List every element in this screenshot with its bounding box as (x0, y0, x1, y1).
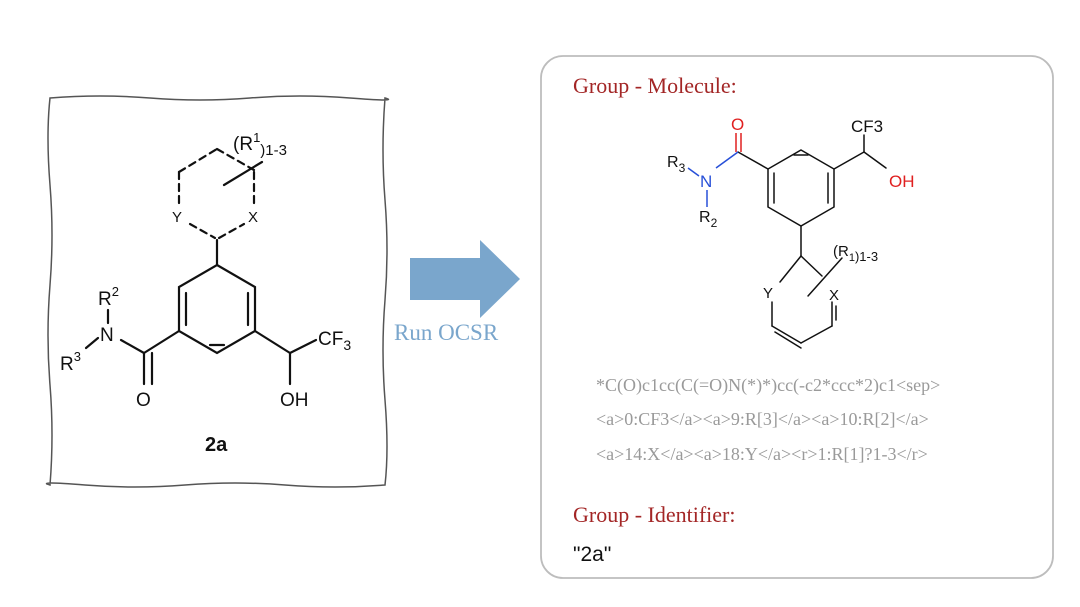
result-panel (540, 55, 1054, 579)
carbonyl-bond (142, 329, 181, 355)
c-n-bond (715, 151, 739, 169)
right-r2-label: R2 (699, 209, 718, 230)
right-cf3-label: CF3 (851, 117, 883, 136)
arrow-shape (410, 240, 520, 318)
left-x-atom: X (248, 209, 258, 226)
run-ocsr-arrow: Run OCSR (394, 240, 520, 345)
paper-outline (45, 95, 390, 488)
left-molecule: (R1)1-3 Y X R2 N R3 O CF3 OH 2a (60, 130, 351, 456)
right-o-atom: O (731, 115, 744, 134)
left-benzene (177, 263, 257, 355)
left-oh-label: OH (280, 390, 309, 411)
left-top-ring (177, 147, 264, 240)
arrow-label: Run OCSR (394, 320, 499, 345)
right-molecule: O CF3 OH R3 N R2 (R1)1-3 Y X (667, 115, 915, 349)
c-cf3-bond (288, 338, 318, 355)
right-n-atom: N (700, 172, 712, 191)
n-r3-bond (687, 167, 700, 177)
right-r3-label: R3 (667, 154, 686, 175)
smiles-line: *C(O)c1cc(C(=O)N(*)*)cc(-c2*ccc*2)c1<sep… (596, 375, 940, 396)
substituent-bond (807, 257, 843, 297)
right-y-atom: Y (763, 285, 773, 302)
bond (800, 325, 833, 344)
aryl-carbinol-bond (833, 151, 865, 170)
left-y-atom: Y (172, 209, 182, 226)
left-cf3-label: CF3 (318, 329, 351, 353)
smiles-output: *C(O)c1cc(C(=O)N(*)*)cc(-c2*ccc*2)c1<sep… (596, 375, 940, 464)
smiles-line: <a>0:CF3</a><a>9:R[3]</a><a>10:R[2]</a> (596, 409, 929, 429)
identifier-value: "2a" (573, 543, 611, 566)
bond (215, 147, 256, 172)
left-r2-label: R2 (98, 284, 119, 310)
bond (188, 222, 217, 240)
right-x-atom: X (829, 287, 839, 304)
bond (779, 255, 802, 283)
bond (771, 325, 802, 344)
double-bond (774, 331, 802, 349)
identifier-heading: Group - Identifier: (573, 502, 736, 527)
right-oh-label: OH (889, 172, 915, 191)
ring (177, 263, 257, 355)
n-r3-bond (84, 336, 100, 350)
c-oh-bond (863, 151, 887, 169)
left-r3-label: R3 (60, 349, 81, 375)
bond (217, 222, 246, 240)
smiles-line: <a>14:X</a><a>18:Y</a><r>1:R[1]?1-3</r> (596, 444, 928, 464)
carbonyl-bond (737, 151, 769, 170)
aryl-carbinol-bond (253, 329, 292, 355)
compound-label: 2a (205, 434, 228, 456)
substituent-bond (222, 160, 264, 187)
left-r1-label: (R1)1-3 (233, 130, 287, 159)
bond (800, 255, 823, 277)
left-o-atom: O (136, 390, 151, 411)
c-n-bond (119, 338, 146, 355)
molecule-heading: Group - Molecule: (573, 73, 737, 98)
left-paper-panel (45, 95, 390, 488)
bond (177, 147, 219, 174)
right-r1-label: (R1)1-3 (833, 243, 878, 264)
left-n-atom: N (100, 325, 114, 346)
